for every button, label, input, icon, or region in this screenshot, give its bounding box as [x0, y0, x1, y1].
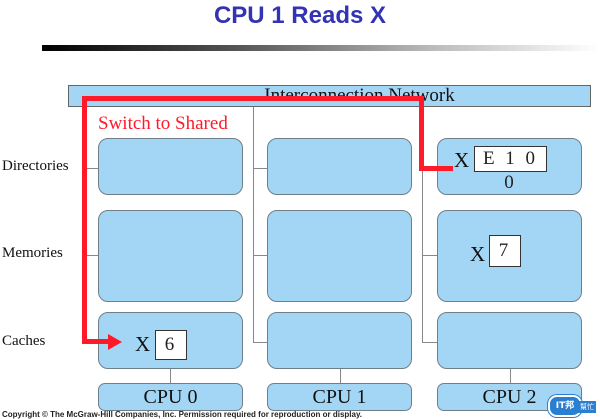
- logo-badge: IT邦: [548, 395, 582, 417]
- arrow-segment-bottom: [82, 339, 112, 344]
- stub-mem-1: [253, 255, 267, 256]
- stub-dir-0: [85, 168, 99, 169]
- arrow-segment-right-vertical: [419, 96, 424, 170]
- ithelp-logo: IT邦 幫忙: [548, 391, 598, 417]
- cache-cpu-line-1: [340, 368, 341, 383]
- stub-mem-2: [422, 255, 437, 256]
- switch-to-shared-annotation: Switch to Shared: [98, 113, 228, 134]
- row-label-caches: Caches: [2, 333, 46, 349]
- logo-sub: 幫忙: [578, 401, 596, 413]
- directory-node-1: [267, 138, 412, 195]
- title-rule: [42, 45, 600, 51]
- arrow-segment-right-horizontal: [419, 166, 453, 171]
- memory-2-value: 7: [489, 235, 521, 267]
- row-label-memories: Memories: [2, 245, 63, 261]
- directory-node-0: [98, 138, 243, 195]
- slide-title: CPU 1 Reads X: [213, 2, 387, 29]
- row-label-directories: Directories: [2, 158, 69, 174]
- directory-2-value: E 1 0 0: [474, 146, 547, 193]
- bus-line-node-1: [253, 107, 254, 342]
- stub-dir-1: [253, 168, 267, 169]
- stub-mem-0: [85, 255, 99, 256]
- cpu-1: CPU 1: [267, 383, 412, 411]
- cache-node-2: [437, 312, 582, 369]
- directory-2-var: X: [454, 148, 470, 172]
- cache-cpu-line-2: [510, 368, 511, 383]
- cache-node-1: [267, 312, 412, 369]
- memory-node-0: [98, 210, 243, 302]
- bus-line-node-2: [422, 107, 423, 342]
- cache-0-value: 6: [155, 330, 187, 360]
- stub-cache-1: [253, 342, 267, 343]
- memory-node-1: [267, 210, 412, 302]
- copyright-notice: Copyright © The McGraw-Hill Companies, I…: [2, 410, 363, 419]
- cache-0-var: X: [135, 332, 151, 356]
- memory-2-var: X: [470, 242, 486, 266]
- arrow-segment-left-vertical: [82, 96, 87, 343]
- cpu-0: CPU 0: [98, 383, 243, 411]
- stub-cache-2: [422, 342, 437, 343]
- arrow-segment-top: [82, 96, 424, 101]
- cache-cpu-line-0: [170, 368, 171, 383]
- arrow-head-icon: [108, 334, 122, 350]
